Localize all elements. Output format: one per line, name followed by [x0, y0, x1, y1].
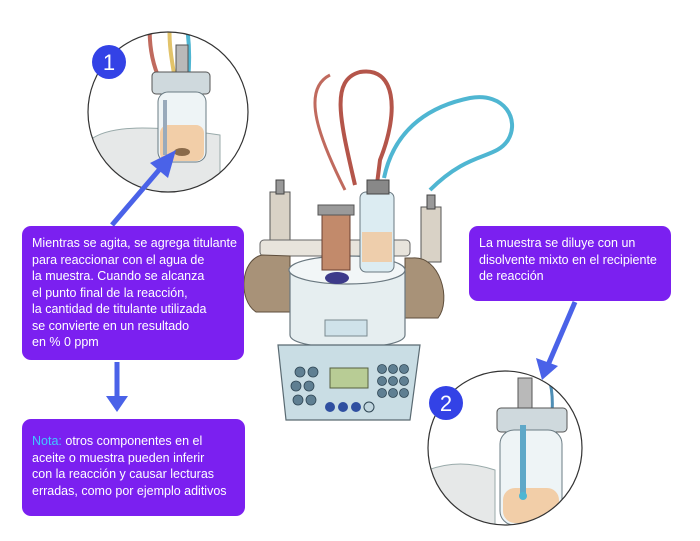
- callout-line: erradas, como por ejemplo aditivos: [32, 483, 227, 498]
- badge-1-label: 1: [103, 50, 115, 75]
- note-first-line: Nota: otros componentes en el: [32, 433, 235, 450]
- callout-line: en % 0 ppm: [32, 335, 99, 349]
- badge-2-label: 2: [440, 391, 452, 416]
- arrow-icon: [106, 150, 578, 412]
- circle-number-icon: [92, 45, 126, 79]
- callout-line: de reacción: [479, 269, 544, 283]
- circle-number-icon: [429, 386, 463, 420]
- callout-line: la muestra. Cuando se alcanza: [32, 269, 205, 283]
- callout-line: para reaccionar con el agua de: [32, 252, 205, 267]
- titrator-instrument: [243, 69, 515, 421]
- red-cable: [338, 69, 394, 201]
- dilution-callout: La muestra se diluye con un disolvente m…: [469, 226, 671, 301]
- note-label: Nota:: [32, 434, 62, 448]
- callout-line: el punto final de la reacción,: [32, 285, 188, 300]
- callout-line: aceite o muestra pueden inferir: [32, 450, 205, 465]
- callout-line: Mientras se agita, se agrega titulante: [32, 236, 237, 250]
- callout-line: disolvente mixto en el recipiente: [479, 252, 657, 267]
- red-cable-2: [313, 73, 347, 191]
- badge-1: 1: [92, 45, 126, 79]
- badge-2: 2: [429, 386, 463, 420]
- callout-line: la cantidad de titulante utilizada: [32, 302, 207, 316]
- inset-circle-2: [427, 370, 583, 526]
- callout-line: con la reacción y causar lecturas: [32, 467, 215, 481]
- callout-line: otros componentes en el: [61, 434, 203, 448]
- callout-line: La muestra se diluye con un: [479, 236, 636, 250]
- blue-cable: [382, 95, 515, 192]
- callout-line: se convierte en un resultado: [32, 318, 190, 333]
- note-callout: Nota: otros componentes en el aceite o m…: [22, 419, 245, 516]
- titration-callout: Mientras se agita, se agrega titulante p…: [22, 226, 244, 360]
